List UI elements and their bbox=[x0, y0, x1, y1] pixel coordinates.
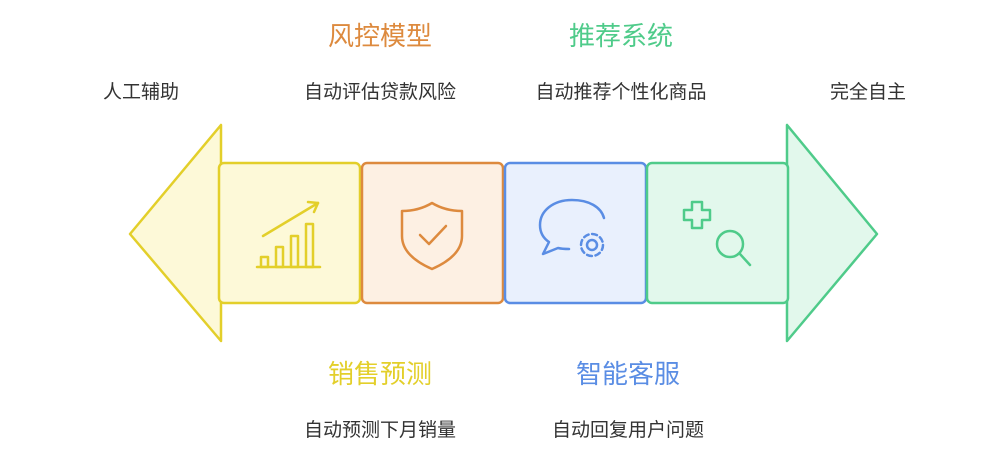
stage-desc-sales-forecast: 自动预测下月销量 bbox=[303, 419, 457, 441]
stage-desc-risk-model: 自动评估贷款风险 bbox=[303, 81, 457, 103]
stage-title-customer-service: 智能客服 bbox=[575, 360, 681, 390]
stage-title-risk-model: 风控模型 bbox=[327, 22, 433, 52]
stage-box-sales-forecast bbox=[217, 161, 362, 305]
stage-box-customer-service bbox=[503, 161, 648, 305]
left-arrow-head bbox=[128, 123, 223, 343]
stage-box-recommendation bbox=[645, 161, 790, 305]
scale-left-label: 人工辅助 bbox=[102, 81, 180, 103]
shield-check-icon bbox=[400, 201, 464, 271]
stage-title-sales-forecast: 销售预测 bbox=[327, 360, 433, 390]
stage-desc-customer-service: 自动回复用户问题 bbox=[551, 419, 705, 441]
chat-gear-icon bbox=[538, 198, 606, 258]
stage-desc-recommendation: 自动推荐个性化商品 bbox=[535, 81, 707, 103]
plus-search-icon bbox=[682, 200, 752, 267]
stage-box-risk-model bbox=[360, 161, 505, 305]
bar-chart-trend-icon bbox=[255, 200, 322, 269]
scale-right-label: 完全自主 bbox=[829, 81, 907, 103]
right-arrow-head bbox=[785, 123, 879, 343]
stage-title-recommendation: 推荐系统 bbox=[568, 22, 674, 52]
